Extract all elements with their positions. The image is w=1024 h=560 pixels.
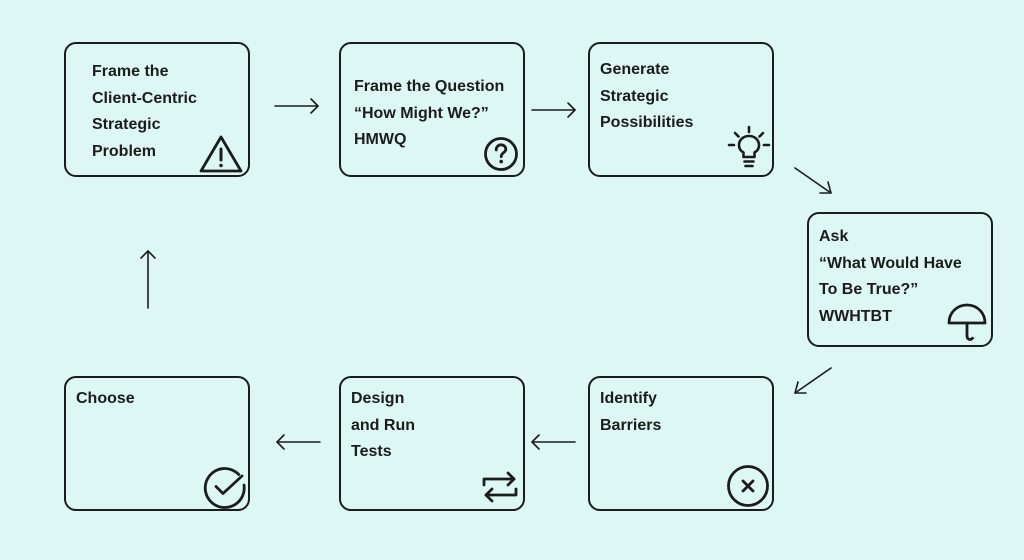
step-label: Design and Run Tests [351, 390, 415, 460]
step-card-frame-question: Frame the Question “How Might We?” HMWQ [339, 42, 525, 177]
step-label: Choose [76, 390, 135, 407]
step-label: Frame the Question “How Might We?” HMWQ [354, 78, 505, 148]
step-card-frame-problem: Frame the Client-Centric Strategic Probl… [64, 42, 250, 177]
x-circle-icon [727, 465, 769, 507]
step-label: Identify Barriers [600, 390, 662, 434]
arrow-left-1 [531, 434, 576, 450]
check-circle-icon [203, 467, 246, 509]
step-label: Frame the Client-Centric Strategic Probl… [92, 63, 197, 160]
lightbulb-icon [727, 125, 771, 168]
arrow-right-2 [531, 102, 576, 118]
step-label: Generate Strategic Possibilities [600, 61, 694, 131]
question-circle-icon [484, 137, 518, 171]
step-card-choose: Choose [64, 376, 250, 511]
step-card-ask-wwhtbt: Ask “What Would Have To Be True?” WWHTBT [807, 212, 993, 347]
step-card-generate-possibilities: Generate Strategic Possibilities [588, 42, 774, 177]
repeat-arrows-icon [482, 471, 518, 503]
step-label: Ask “What Would Have To Be True?” WWHTBT [819, 228, 962, 325]
arrow-down-right [794, 167, 832, 194]
arrow-up [140, 250, 156, 309]
arrow-down-left [794, 367, 832, 394]
umbrella-icon [947, 303, 987, 341]
step-card-design-tests: Design and Run Tests [339, 376, 525, 511]
arrow-right-1 [274, 98, 319, 114]
arrow-left-2 [276, 434, 321, 450]
step-card-identify-barriers: Identify Barriers [588, 376, 774, 511]
warning-triangle-icon [199, 135, 243, 173]
